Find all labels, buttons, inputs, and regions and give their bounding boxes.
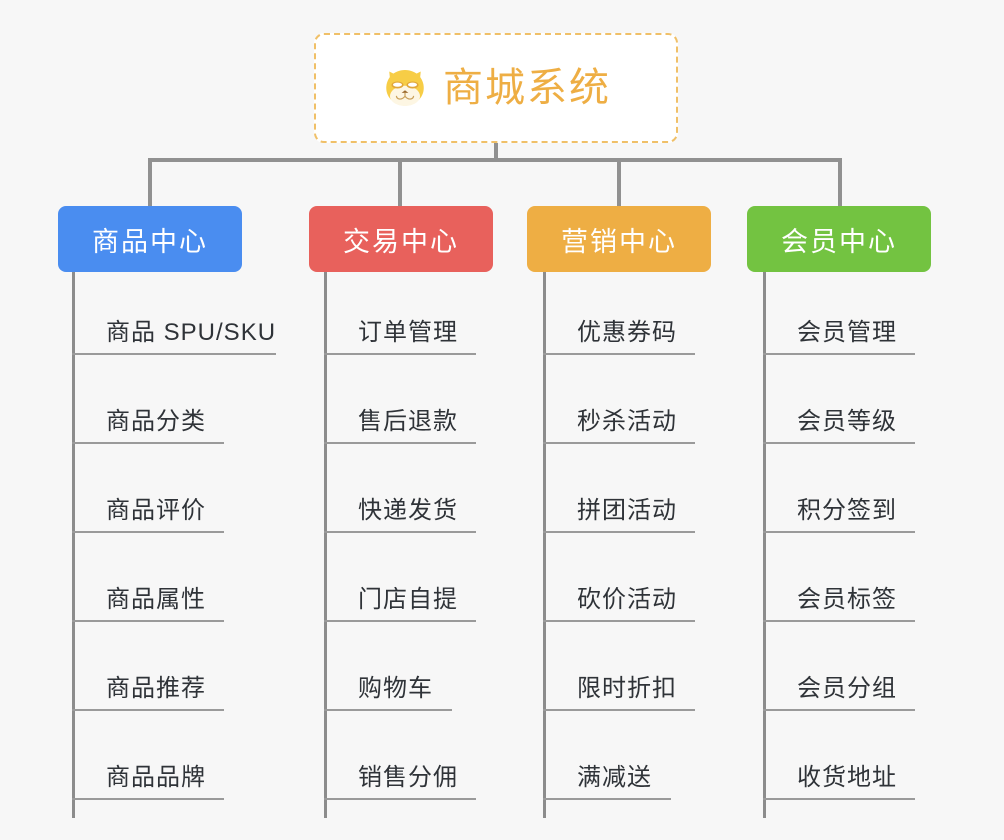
list-item-label: 商品品牌 (106, 764, 206, 791)
item-underline (72, 442, 224, 444)
connector-horizontal-bus (148, 158, 842, 162)
item-underline (324, 442, 476, 444)
item-underline (543, 798, 671, 800)
branch-spine-1 (324, 272, 327, 818)
connector-root-stem (494, 143, 498, 162)
item-underline (324, 620, 476, 622)
list-item-label: 秒杀活动 (577, 408, 677, 435)
branch-spine-3 (763, 272, 766, 818)
list-item-label: 砍价活动 (577, 586, 677, 613)
item-underline (72, 798, 224, 800)
item-underline (763, 620, 915, 622)
list-item-label: 销售分佣 (358, 764, 458, 791)
item-underline (763, 353, 915, 355)
list-item-label: 积分签到 (797, 497, 897, 524)
list-item-label: 快递发货 (358, 497, 458, 524)
list-item-label: 会员管理 (797, 319, 897, 346)
root-title: 商城系统 (443, 66, 611, 110)
list-item-label: 商品分类 (106, 408, 206, 435)
category-header-label-0: 商品中心 (92, 226, 208, 257)
list-item-label: 商品推荐 (106, 675, 206, 702)
category-header-label-2: 营销中心 (561, 226, 677, 257)
list-item-label: 门店自提 (358, 586, 458, 613)
category-header-label-3: 会员中心 (781, 226, 897, 257)
item-underline (543, 709, 695, 711)
list-item-label: 商品属性 (106, 586, 206, 613)
connector-drop-2 (398, 158, 402, 206)
category-header-1[interactable]: 交易中心 (309, 206, 493, 272)
list-item-label: 满减送 (577, 764, 652, 791)
item-underline (763, 798, 915, 800)
item-underline (763, 442, 915, 444)
list-item-label: 拼团活动 (577, 497, 677, 524)
branch-spine-2 (543, 272, 546, 818)
list-item-label: 优惠券码 (577, 319, 677, 346)
list-item-label: 商品评价 (106, 497, 206, 524)
list-item-label: 会员等级 (797, 408, 897, 435)
item-underline (763, 531, 915, 533)
connector-drop-4 (838, 158, 842, 206)
item-underline (324, 531, 476, 533)
category-header-label-1: 交易中心 (343, 226, 459, 257)
item-underline (543, 620, 695, 622)
category-header-0[interactable]: 商品中心 (58, 206, 242, 272)
shiba-dog-face-icon (386, 70, 424, 106)
item-underline (72, 353, 276, 355)
list-item-label: 会员分组 (797, 675, 897, 702)
list-item-label: 订单管理 (358, 319, 458, 346)
item-underline (324, 798, 476, 800)
connector-drop-1 (148, 158, 152, 206)
branch-spine-0 (72, 272, 75, 818)
list-item-label: 收货地址 (797, 764, 897, 791)
list-item-label: 购物车 (358, 675, 433, 702)
category-header-3[interactable]: 会员中心 (747, 206, 931, 272)
list-item-label: 商品 SPU/SKU (106, 319, 277, 346)
item-underline (543, 353, 695, 355)
connector-drop-3 (617, 158, 621, 206)
item-underline (763, 709, 915, 711)
item-underline (543, 442, 695, 444)
category-header-2[interactable]: 营销中心 (527, 206, 711, 272)
item-underline (72, 709, 224, 711)
item-underline (324, 709, 452, 711)
item-underline (72, 620, 224, 622)
item-underline (543, 531, 695, 533)
item-underline (72, 531, 224, 533)
item-underline (324, 353, 476, 355)
list-item-label: 限时折扣 (577, 675, 677, 702)
root-node[interactable]: 商城系统 (314, 33, 678, 143)
list-item-label: 会员标签 (797, 586, 897, 613)
list-item-label: 售后退款 (358, 408, 458, 435)
